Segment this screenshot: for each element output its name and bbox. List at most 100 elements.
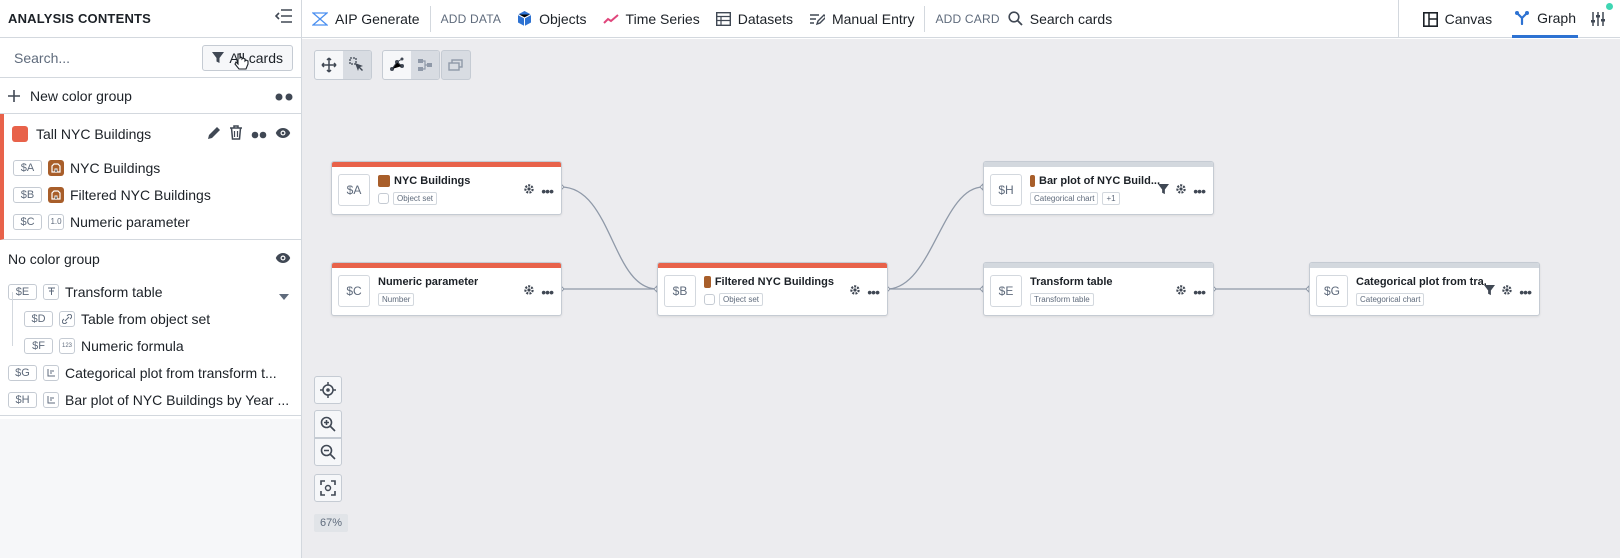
gear-icon[interactable] (849, 283, 861, 301)
edit-icon[interactable] (207, 126, 221, 143)
card-subtitle-row: Object set (378, 192, 438, 205)
card-title-text: Bar plot of NYC Build... (1039, 175, 1160, 187)
canvas-icon (1422, 11, 1438, 27)
zoom-out-button[interactable] (314, 438, 342, 466)
graph-canvas[interactable]: $A NYC Buildings Object set ••• $C Numer… (302, 39, 1620, 558)
fit-screen-icon (320, 480, 336, 496)
graph-card-e[interactable]: $E Transform table Transform table ••• (983, 262, 1214, 316)
list-item[interactable]: $D Table from object set (0, 291, 301, 346)
gear-icon[interactable] (1501, 283, 1513, 301)
card-subtitle-row: Categorical chart+1 (1030, 192, 1120, 205)
settings-sliders-button[interactable] (1586, 0, 1620, 38)
graph-card-h[interactable]: $H Bar plot of NYC Build... Categorical … (983, 161, 1214, 215)
manual-entry-button[interactable]: Manual Entry (801, 0, 922, 38)
eye-icon[interactable] (275, 251, 291, 267)
select-icon (349, 57, 363, 71)
card-title: Bar plot of NYC Build... (1030, 175, 1160, 187)
formula-icon: 123 (59, 337, 75, 354)
list-item[interactable]: $B Filtered NYC Buildings (4, 181, 301, 208)
search-cards-button[interactable]: Search cards (1008, 0, 1120, 38)
edge-b-to-h (886, 186, 984, 290)
filter-icon[interactable] (1158, 182, 1170, 200)
list-item[interactable]: $G Categorical plot from transform t... (0, 359, 301, 386)
chart-icon (43, 391, 59, 408)
toolbar: AIP Generate ADD DATA Objects Time Serie… (302, 0, 1620, 38)
locate-icon (320, 382, 336, 398)
collapse-sidebar-icon[interactable] (274, 9, 293, 28)
card-title-text: Transform table (1030, 276, 1113, 288)
card-title-text: Categorical plot from tra... (1356, 276, 1486, 288)
card-title: Transform table (1030, 276, 1113, 288)
graph-card-g[interactable]: $G Categorical plot from tra... Categori… (1309, 262, 1540, 316)
gear-icon[interactable] (1175, 182, 1187, 200)
list-item[interactable]: $A NYC Buildings (4, 154, 301, 181)
group-color-swatch[interactable] (12, 126, 28, 142)
canvas-view-tab[interactable]: Canvas (1399, 0, 1504, 38)
notification-dot-icon (1605, 2, 1614, 11)
list-item[interactable]: $F 123 Numeric formula (0, 332, 301, 359)
objects-label: Objects (539, 10, 587, 27)
group-options-icon[interactable] (275, 88, 293, 104)
card-title-text: NYC Buildings (394, 175, 471, 187)
card-title: NYC Buildings (378, 175, 470, 187)
plus-icon (8, 89, 20, 102)
tree-layout-button[interactable] (411, 51, 439, 79)
card-color-band (1310, 263, 1539, 268)
zoom-level: 67% (314, 514, 349, 532)
color-group-tall-nyc-buildings: Tall NYC Buildings $A NYC Buildings $B F… (0, 114, 301, 240)
stack-cards-button[interactable] (442, 51, 470, 79)
card-actions: ••• (523, 182, 554, 200)
more-options-icon[interactable]: ••• (1193, 183, 1206, 199)
pan-mode-button[interactable] (315, 51, 343, 79)
table-icon (378, 193, 389, 204)
stack-icon (448, 59, 463, 71)
card-tag: $E (8, 283, 37, 300)
gear-icon[interactable] (1175, 283, 1187, 301)
datasets-button[interactable]: Datasets (708, 0, 801, 38)
recenter-button[interactable] (314, 376, 342, 404)
gear-icon[interactable] (523, 182, 535, 200)
group-options-icon[interactable] (251, 126, 267, 142)
list-item[interactable]: $C 1.0 Numeric parameter (4, 208, 301, 235)
auto-layout-button[interactable] (383, 51, 411, 79)
more-options-icon[interactable]: ••• (1519, 284, 1532, 300)
graph-view-tab[interactable]: Graph (1512, 0, 1578, 38)
new-color-group-row[interactable]: New color group (0, 78, 301, 114)
datasets-label: Datasets (737, 10, 793, 27)
fit-to-screen-button[interactable] (314, 474, 342, 502)
trash-icon[interactable] (229, 125, 243, 143)
more-options-icon[interactable]: ••• (867, 284, 880, 300)
group-name: Tall NYC Buildings (36, 126, 152, 142)
graph-card-a[interactable]: $A NYC Buildings Object set ••• (331, 161, 562, 215)
graph-card-b[interactable]: $B Filtered NYC Buildings Object set ••• (657, 262, 888, 316)
card-type-chip: Transform table (1030, 293, 1094, 306)
interaction-mode-group (314, 50, 372, 80)
graph-card-c[interactable]: $C Numeric parameter Number ••• (331, 262, 562, 316)
objects-button[interactable]: Objects (509, 0, 594, 38)
select-mode-button[interactable] (343, 51, 371, 79)
time-series-button[interactable]: Time Series (595, 0, 708, 38)
stack-mode-group (441, 50, 471, 80)
card-subtitle-row: Object set (704, 293, 764, 306)
gear-icon[interactable] (523, 283, 535, 301)
aip-generate-button[interactable]: AIP Generate (302, 0, 428, 38)
mouse-cursor (234, 53, 249, 70)
time-series-label: Time Series (625, 10, 700, 27)
eye-icon[interactable] (275, 126, 291, 142)
list-item[interactable]: $E Transform table (0, 278, 301, 305)
zoom-in-button[interactable] (314, 410, 342, 438)
caret-down-icon[interactable] (279, 287, 289, 303)
no-color-group-header[interactable]: No color group (0, 240, 301, 278)
filter-icon[interactable] (1484, 283, 1496, 301)
object-set-icon (704, 276, 711, 288)
card-tag: $A (338, 174, 370, 206)
object-set-icon (48, 159, 64, 176)
more-options-icon[interactable]: ••• (541, 183, 554, 199)
more-options-icon[interactable]: ••• (541, 284, 554, 300)
search-input[interactable] (14, 49, 174, 66)
more-options-icon[interactable]: ••• (1193, 284, 1206, 300)
color-group-header[interactable]: Tall NYC Buildings (4, 114, 301, 154)
list-item[interactable]: $H Bar plot of NYC Buildings by Year ... (0, 386, 301, 413)
card-type-label: Object set (723, 295, 760, 304)
tree-layout-icon (418, 59, 432, 71)
